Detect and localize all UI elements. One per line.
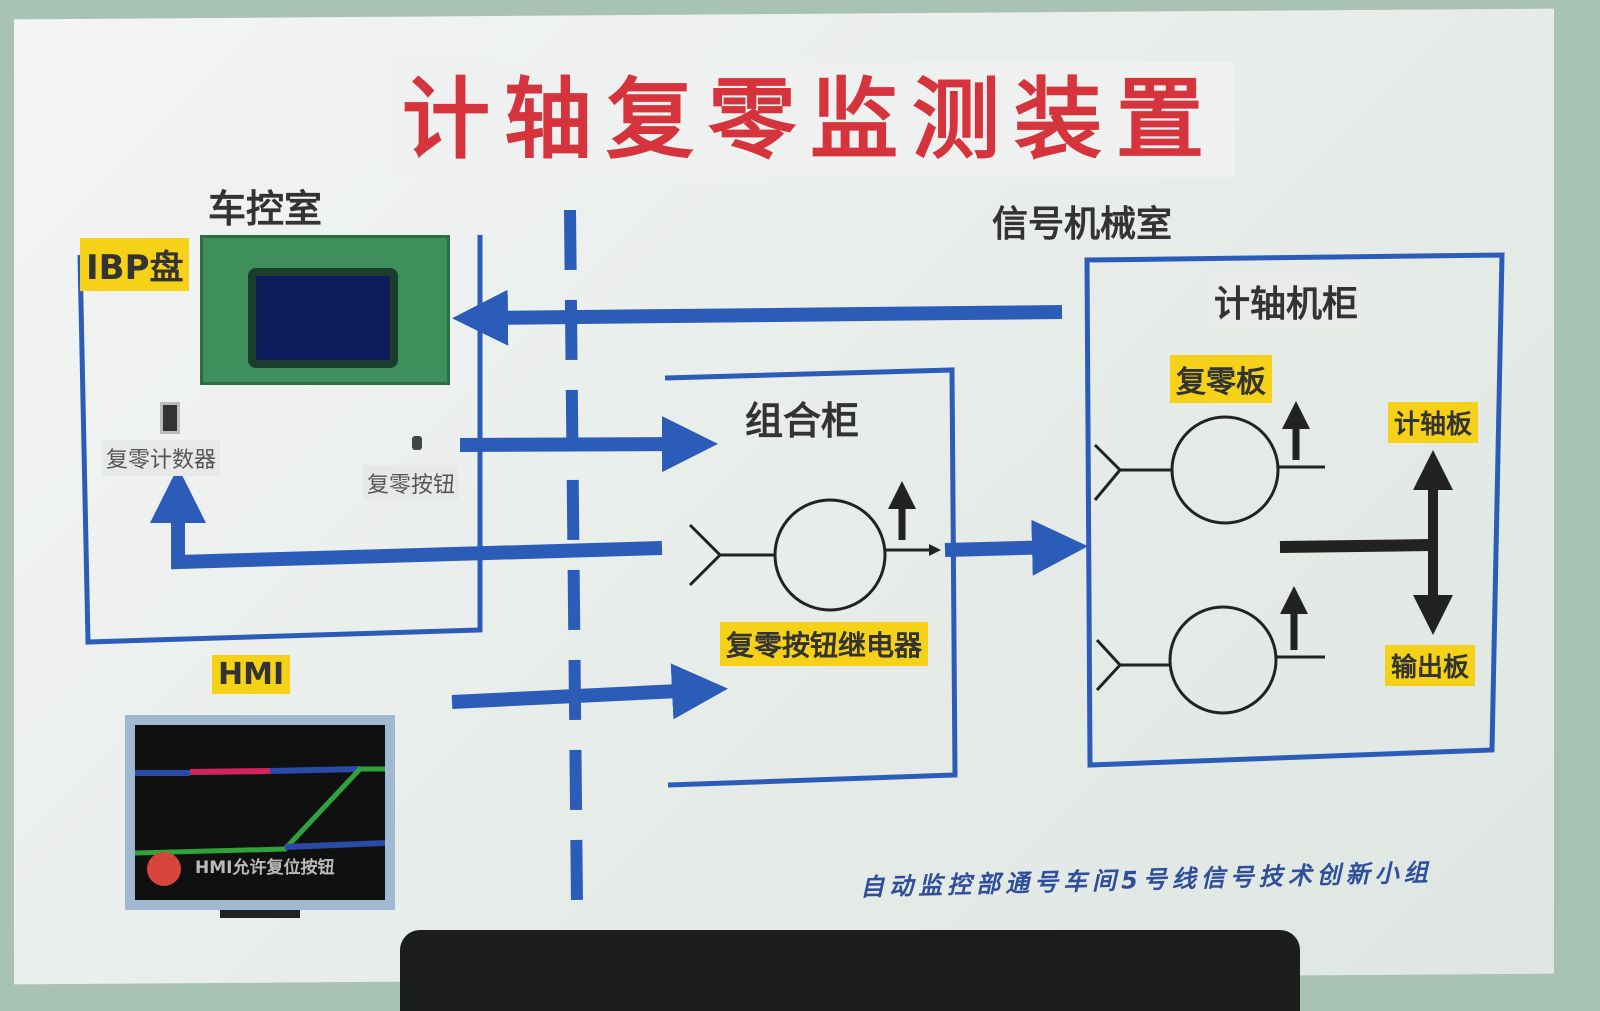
output-board-label: 输出板	[1385, 645, 1476, 686]
table-edge	[400, 930, 1300, 1011]
boundary-line	[564, 209, 583, 906]
ibp-panel-board	[200, 235, 450, 385]
reset-button-label: 复零按钮	[363, 465, 460, 501]
counter-label: 复零计数器	[102, 440, 221, 476]
axle-cabinet-label: 计轴机柜	[1210, 275, 1363, 327]
lcd-screen	[248, 268, 398, 368]
relay-circle	[773, 498, 887, 612]
counter-display	[160, 402, 180, 434]
reset-board-label: 复零板	[1170, 355, 1272, 403]
arrow-to-combo	[459, 416, 718, 473]
axle-cabinet-box	[1084, 252, 1505, 768]
arrow-hmi-to-combo	[451, 663, 728, 720]
ibp-label: IBP盘	[80, 238, 190, 291]
axle-board-label: 计轴板	[1388, 402, 1479, 443]
combo-cabinet-box	[664, 367, 958, 788]
signal-room-label: 信号机械室	[992, 204, 1173, 245]
hmi-screen: HMI允许复位按钮	[135, 725, 385, 900]
arrow-to-counter	[150, 467, 663, 570]
arrow-to-axle-cabinet	[944, 519, 1088, 576]
hmi-label: HMI	[212, 655, 291, 694]
hmi-reset-label: HMI允许复位按钮	[195, 858, 335, 878]
arrow-to-ibp	[452, 289, 1063, 346]
reset-button[interactable]	[412, 436, 422, 450]
reset-board-circle	[1170, 415, 1280, 525]
monitor-stand	[220, 910, 300, 918]
track-lines	[135, 766, 385, 856]
hmi-monitor: HMI允许复位按钮	[125, 715, 395, 910]
combo-cabinet-label: 组合柜	[745, 399, 860, 443]
relay-label: 复零按钮继电器	[720, 622, 929, 666]
hmi-reset-icon[interactable]	[147, 852, 181, 886]
control-room-box	[77, 235, 483, 645]
page-title: 计轴复零监测装置	[385, 62, 1235, 177]
output-circle	[1168, 605, 1278, 715]
control-room-label: 车控室	[208, 187, 323, 231]
